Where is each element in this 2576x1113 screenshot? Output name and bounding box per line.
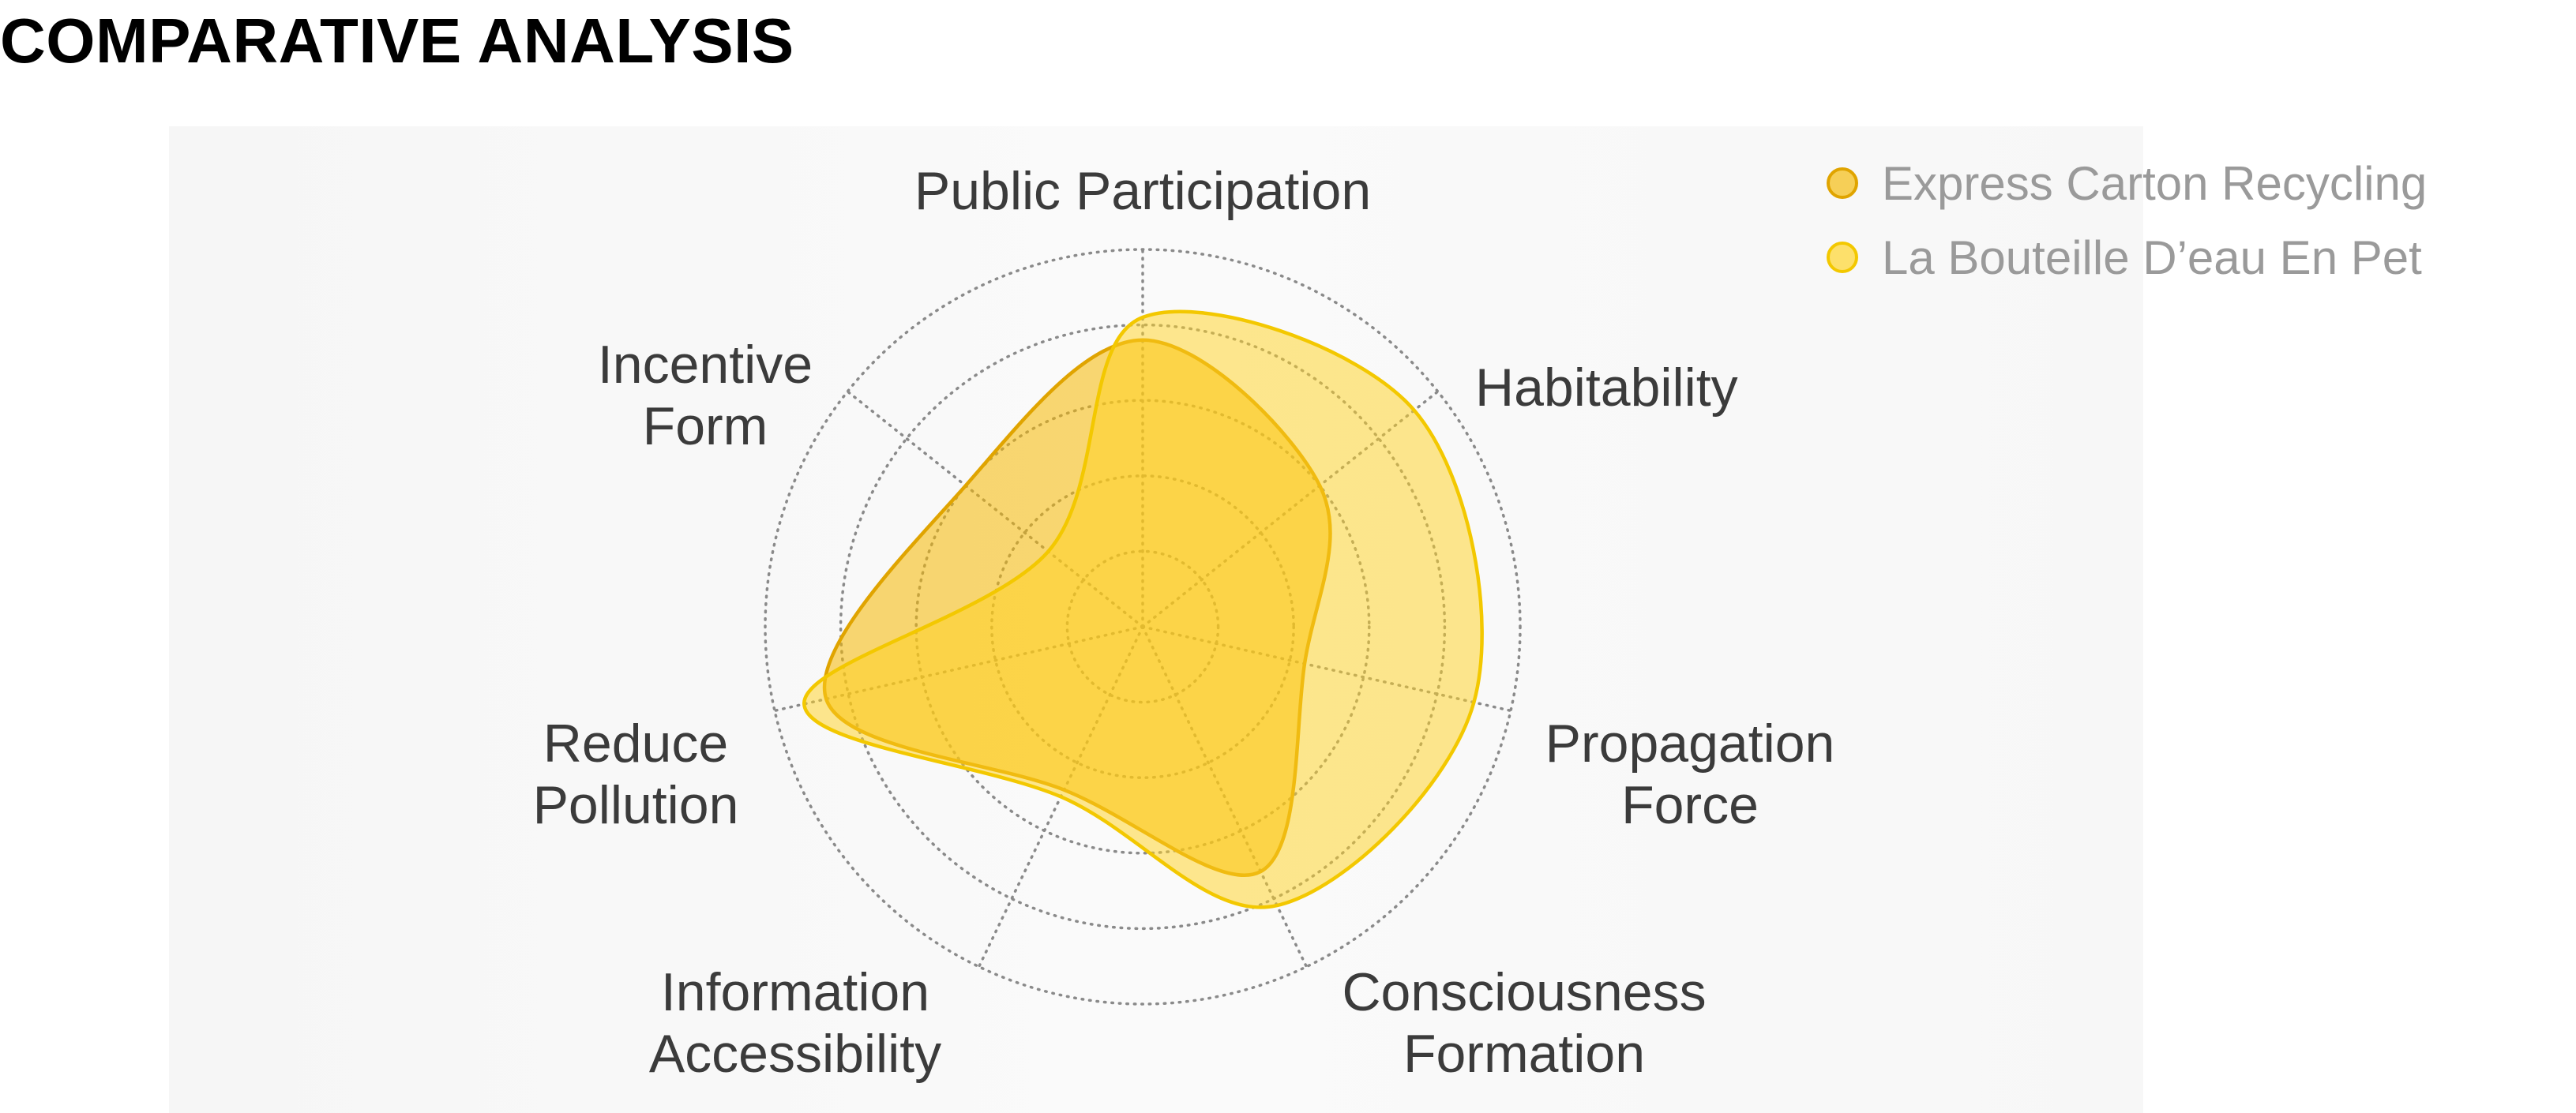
axis-label-line: Incentive (598, 335, 813, 395)
axis-label-line: Public Participation (914, 161, 1371, 221)
series-area-2 (802, 309, 1484, 909)
axis-label-line: Habitability (1475, 358, 1738, 418)
axis-label-line: Reduce (543, 714, 728, 774)
axis-label-line: Accessibility (649, 1024, 941, 1084)
axis-label-line: Formation (1403, 1024, 1645, 1084)
axis-label-line: Propagation (1545, 714, 1835, 774)
axis-label-line: Information (661, 962, 929, 1022)
axis-label-2: Habitability (1475, 358, 1738, 418)
page-title: COMPARATIVE ANALYSIS (0, 6, 794, 76)
legend-label-2: La Bouteille D’eau En Pet (1882, 231, 2422, 284)
axis-label-line: Pollution (533, 775, 739, 835)
legend-label-1: Express Carton Recycling (1882, 157, 2427, 210)
legend-marker-1 (1827, 167, 1858, 199)
axis-label-line: Consciousness (1342, 962, 1706, 1022)
axis-label-1: Public Participation (914, 161, 1371, 221)
legend-marker-2 (1827, 242, 1858, 273)
axis-label-line: Force (1621, 775, 1759, 835)
axis-label-line: Form (643, 396, 768, 456)
